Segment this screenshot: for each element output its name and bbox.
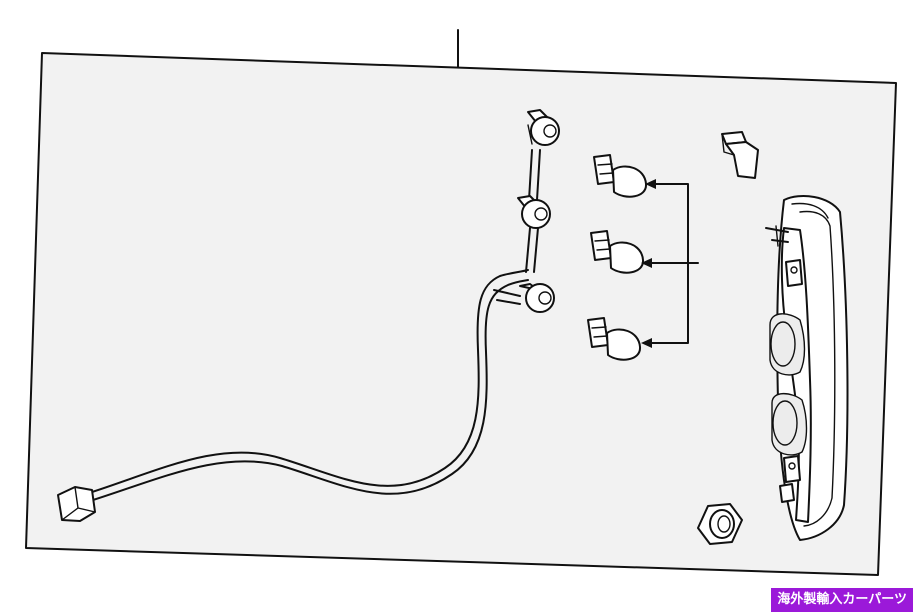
arrow-head-bottom [641, 338, 652, 348]
diagram-panel [25, 52, 897, 576]
mounting-clip [721, 131, 759, 179]
arrow-head-middle [641, 258, 652, 268]
arrow-head-top [645, 179, 656, 189]
callout-bracket [641, 179, 699, 348]
retaining-nut [697, 503, 743, 545]
bulb-middle [590, 230, 645, 274]
connector-plug [57, 486, 96, 522]
watermark-badge: 海外製輸入カーパーツ [771, 588, 913, 612]
bulb-bottom [587, 317, 642, 361]
tail-lamp-assembly [765, 195, 849, 541]
bulb-socket-middle [517, 195, 551, 229]
bulb-socket-top [527, 109, 560, 146]
wiring-harness [91, 149, 541, 501]
bulb-socket-bottom [519, 283, 555, 313]
